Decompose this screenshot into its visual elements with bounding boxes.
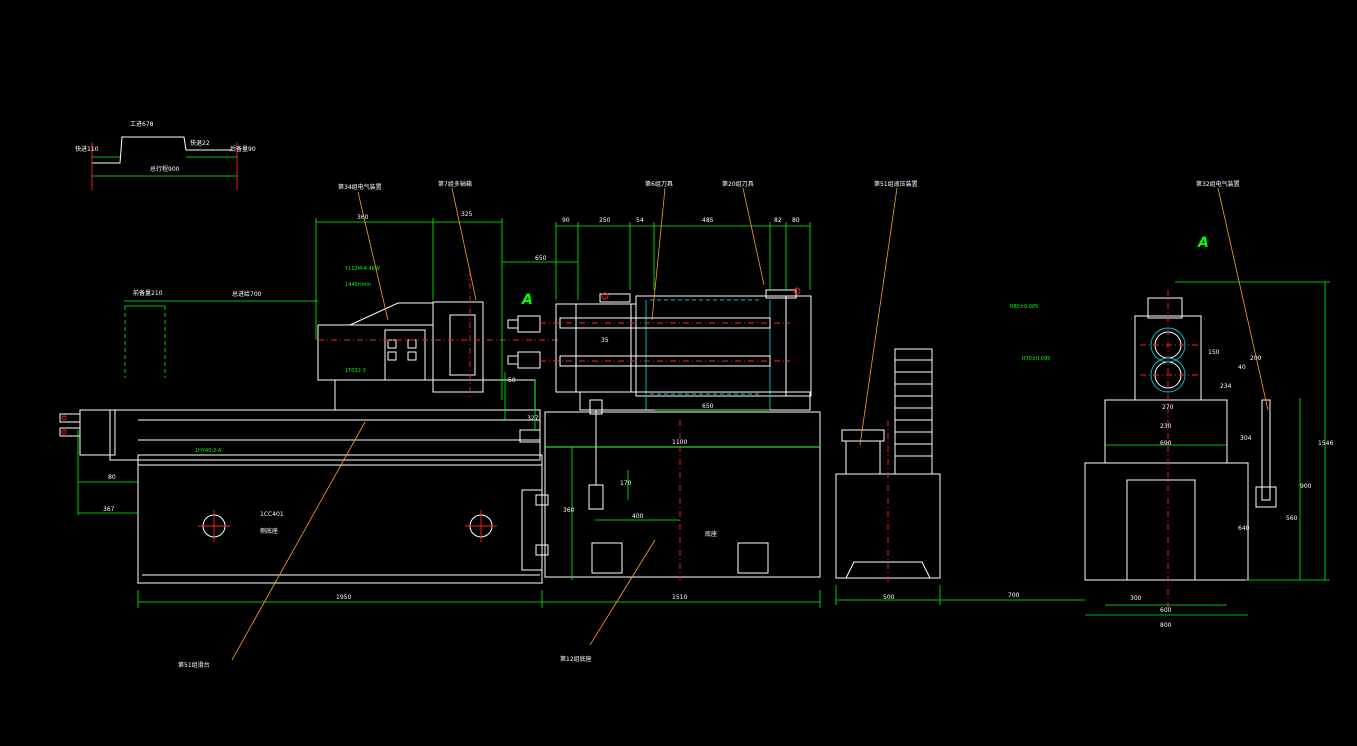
dim-right-side-3: 900 <box>1300 483 1312 490</box>
dim-top-3: 650 <box>535 255 547 262</box>
dim-spindle-2: 650 <box>702 403 714 410</box>
dim-top-9: 80 <box>792 217 800 224</box>
dim-top-1: 360 <box>357 214 369 221</box>
dim-right-bottom-3: 800 <box>1160 622 1172 629</box>
dim-top-4: 90 <box>562 217 570 224</box>
motor-model: Y112M-4 4KW <box>344 266 380 272</box>
stroke-reference: 前备量210 总进给700 <box>124 289 318 378</box>
dim-mid-2: 400 <box>632 513 644 520</box>
label-base: 第12组底座 <box>560 655 592 663</box>
dim-left-2: 367 <box>103 506 115 513</box>
dim-bottom-1: 1950 <box>336 594 351 601</box>
total-stroke-label: 总行程900 <box>150 165 180 173</box>
dim-bottom-3: 500 <box>883 594 895 601</box>
dim-vertical-4: 170 <box>620 480 632 487</box>
dim-top-6: 54 <box>636 217 644 224</box>
side-base-label: 侧底座 <box>260 527 278 535</box>
dim-right-top-4: 270 <box>1162 404 1174 411</box>
fast-back-label: 快退22 <box>190 139 210 147</box>
hydraulic-station <box>835 348 941 585</box>
dim-spindle-1: 35 <box>601 337 609 344</box>
total-feed-label: 总进给700 <box>232 290 262 298</box>
dim-right-top-2: 40 <box>1238 364 1246 371</box>
dim-right-side-4: 1546 <box>1318 440 1333 447</box>
dimension-lines: 360 325 650 90 250 54 485 82 80 35 650 5… <box>77 211 1333 629</box>
front-margin-label: 前备量210 <box>133 289 163 297</box>
dim-mid-1: 1100 <box>672 439 687 446</box>
dim-right-side-1: 200 <box>1250 355 1262 362</box>
view-a-label-main: A <box>521 292 533 308</box>
dim-top-8: 82 <box>774 217 782 224</box>
work-feed-label: 工进678 <box>130 120 154 128</box>
dim-top-5: 250 <box>599 217 611 224</box>
component-labels: 第34组电气装置 第7组多轴箱 第6组刀具 第20组刀具 第51组液压装置 第3… <box>178 180 1240 669</box>
label-slide: 第51组滑台 <box>178 661 210 669</box>
label-electrical-right: 第32组电气装置 <box>1196 180 1240 188</box>
dim-right-bottom-2: 600 <box>1160 607 1172 614</box>
dim-bottom-2: 1510 <box>672 594 687 601</box>
side-base-model: 1CC401 <box>260 511 284 518</box>
dim-right-top-3: 234 <box>1220 383 1232 390</box>
main-machine-view: 1CC401 侧底座 1HY40-2-A Y112M-4 4KW 1440r/m… <box>59 266 821 584</box>
dim-left-1: 80 <box>108 474 116 481</box>
dim-top-7: 485 <box>702 217 714 224</box>
rear-margin-label: 后备量90 <box>230 145 256 153</box>
dim-right-side-2: 304 <box>1240 435 1252 442</box>
label-tool-1: 第6组刀具 <box>645 180 673 188</box>
label-tool-2: 第20组刀具 <box>722 180 754 188</box>
dim-vertical-3: 360 <box>563 507 575 514</box>
section-view-a: A R80±0.085 R70±0.095 <box>1010 235 1330 616</box>
label-electrical-top: 第34组电气装置 <box>338 183 382 191</box>
dim-vertical-2: 327 <box>527 415 539 422</box>
view-a-label-right: A <box>1197 235 1209 251</box>
dim-top-2: 325 <box>461 211 473 218</box>
fast-forward-label: 快进110 <box>75 145 99 153</box>
mid-base-label: 底座 <box>705 530 717 538</box>
dim-right-side-6: 640 <box>1238 525 1250 532</box>
motor-speed: 1440r/min <box>345 282 371 288</box>
dim-vertical-1: 50 <box>508 377 516 384</box>
slide-model: 1HY40-2-A <box>195 448 222 454</box>
box-model: 1T032-3 <box>345 368 366 374</box>
dim-right-top-5: 230 <box>1160 423 1172 430</box>
dim-right-bottom-1: 300 <box>1130 595 1142 602</box>
work-cycle-diagram: 工进678 快进110 快退22 后备量90 总行程900 <box>75 120 256 190</box>
pitch-2-label: R70±0.095 <box>1022 356 1050 362</box>
dim-right-side-5: 560 <box>1286 515 1298 522</box>
dim-right-top-6: 690 <box>1160 440 1172 447</box>
label-hydraulic: 第51组液压装置 <box>874 180 918 188</box>
label-multi-axle-box: 第7组多轴箱 <box>438 180 472 188</box>
leader-lines <box>231 187 1269 661</box>
dim-bottom-4: 700 <box>1008 592 1020 599</box>
dim-right-top-1: 150 <box>1208 349 1220 356</box>
pitch-1-label: R80±0.085 <box>1010 304 1038 310</box>
